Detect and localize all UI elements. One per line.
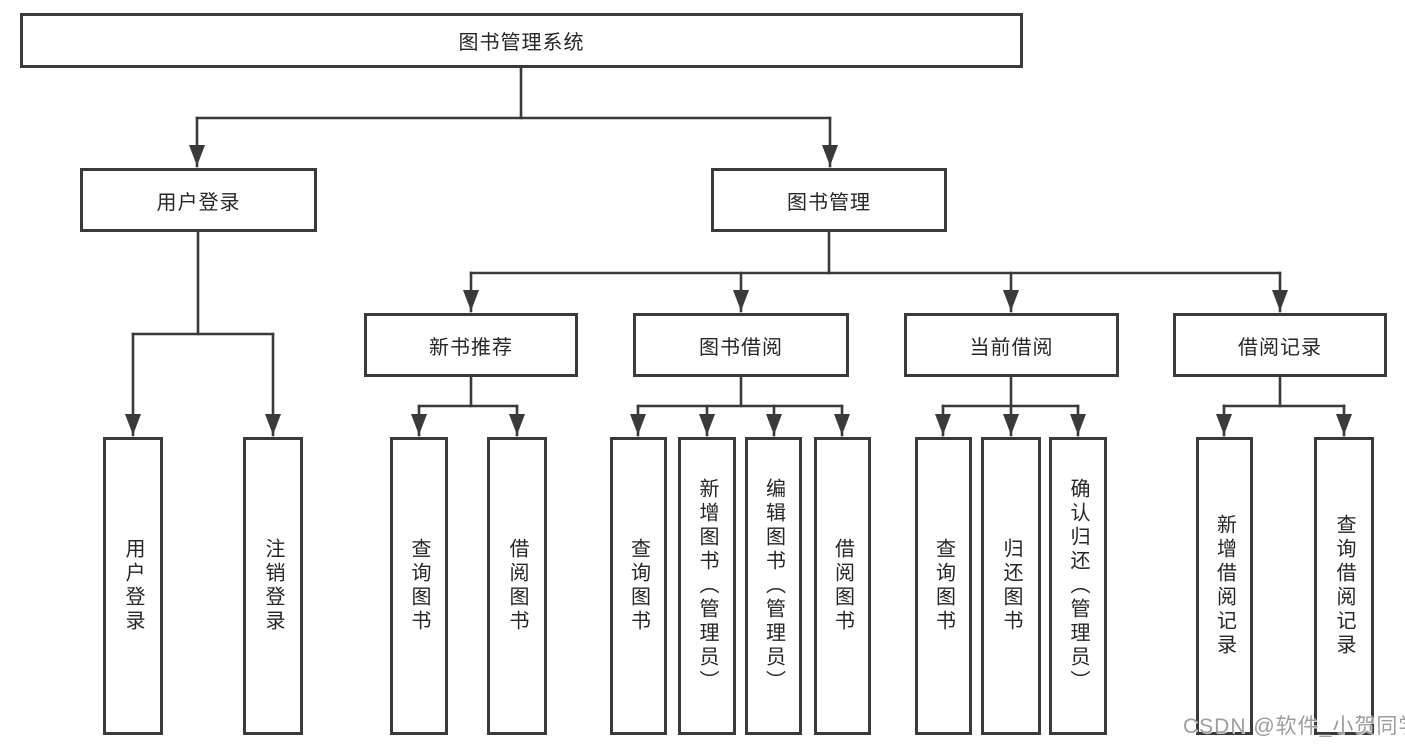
- node-bb-borrow-books: 借阅图书: [814, 437, 871, 735]
- node-nb-query-books: 查询图书: [390, 437, 448, 735]
- node-br-query-borrow-record: 查询借阅记录: [1314, 437, 1374, 735]
- node-library-management-system: 图书管理系统: [20, 13, 1023, 68]
- node-bb-add-book-admin: 新增图书（管理员）: [678, 437, 736, 735]
- node-book-management: 图书管理: [711, 168, 947, 232]
- node-book-borrowing: 图书借阅: [633, 313, 849, 377]
- node-user-login: 用户登录: [80, 168, 317, 232]
- node-br-add-borrow-record: 新增借阅记录: [1196, 437, 1253, 735]
- node-borrowing-records: 借阅记录: [1173, 313, 1387, 377]
- node-ul-logout: 注销登录: [243, 437, 303, 735]
- node-cb-confirm-return-admin: 确认归还（管理员）: [1049, 437, 1107, 735]
- node-bb-query-books: 查询图书: [610, 437, 667, 735]
- node-nb-borrow-books: 借阅图书: [487, 437, 547, 735]
- node-cb-query-books: 查询图书: [915, 437, 972, 735]
- node-current-borrowing: 当前借阅: [904, 313, 1119, 377]
- node-bb-edit-book-admin: 编辑图书（管理员）: [745, 437, 802, 735]
- node-cb-return-books: 归还图书: [981, 437, 1041, 735]
- node-new-book-recommendation: 新书推荐: [364, 313, 578, 377]
- node-ul-user-login: 用户登录: [103, 437, 163, 735]
- csdn-watermark: CSDN @软件_小贺同学: [1183, 715, 1405, 738]
